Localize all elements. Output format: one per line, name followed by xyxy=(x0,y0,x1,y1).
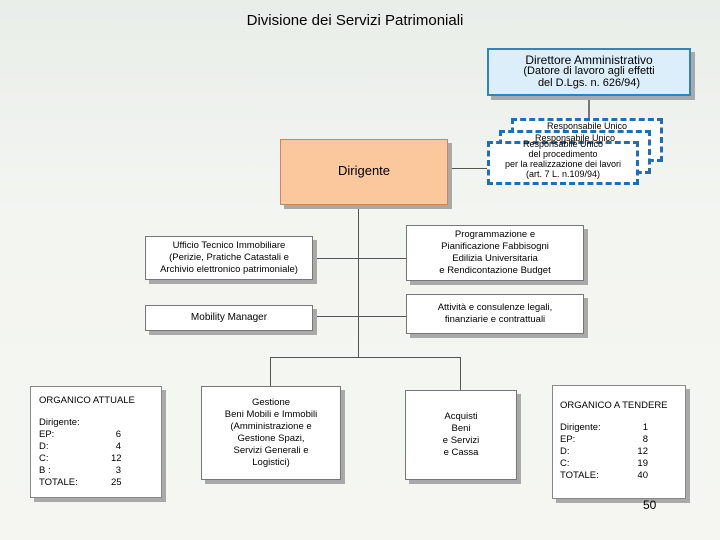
organico-row-value: 6 xyxy=(115,429,121,440)
direttore-amministrativo-box: Direttore Amministrativo (Datore di lavo… xyxy=(487,48,691,96)
connector-mobility xyxy=(312,316,407,317)
organico-row-value: 40 xyxy=(637,470,648,481)
organico-row-value xyxy=(111,417,121,429)
page-number: 50 xyxy=(643,498,657,512)
responsabile-unico-box: Responsabile Unico del procedimento per … xyxy=(487,139,639,185)
direttore-line2: del D.Lgs. n. 626/94) xyxy=(537,76,641,89)
dirigente-box: Dirigente xyxy=(280,139,448,205)
ufficio-tecnico-box: Ufficio Tecnico Immobiliare (Perizie, Pr… xyxy=(145,236,313,280)
organico-row-value: 12 xyxy=(111,453,122,464)
organico-row-label: EP: xyxy=(560,434,576,445)
organico-row: B : 3 xyxy=(39,465,153,477)
organico-row-value: 4 xyxy=(115,441,121,452)
organico-tendere-heading: ORGANICO A TENDERE xyxy=(560,400,668,411)
gestione-line2: Beni Mobili e Immobili xyxy=(224,409,318,420)
programmazione-line4: e Rendicontazione Budget xyxy=(439,265,551,276)
organico-row-label: D: xyxy=(39,441,49,452)
responsabile-line2: per la realizzazione dei lavori xyxy=(504,159,622,169)
direttore-line1: (Datore di lavoro agli effetti xyxy=(523,65,655,78)
gestione-line6: Logistici) xyxy=(252,457,290,468)
acquisti-line2: Beni xyxy=(451,423,471,434)
programmazione-line1: Programmazione e xyxy=(454,229,536,240)
organico-row-value: 19 xyxy=(637,458,648,469)
organico-row: TOTALE: 40 xyxy=(560,470,677,482)
programmazione-line2: Pianificazione Fabbisogni xyxy=(441,241,549,252)
organico-row: C: 12 xyxy=(39,453,153,465)
acquisti-box: Acquisti Beni e Servizi e Cassa xyxy=(405,390,517,480)
page-title: Divisione dei Servizi Patrimoniali xyxy=(246,12,464,29)
organico-row-label: EP: xyxy=(39,429,55,440)
responsabile-line1: del procedimento xyxy=(528,149,598,159)
connector-acquisti xyxy=(460,357,461,391)
acquisti-line3: e Servizi xyxy=(442,435,480,446)
ufficio-line3: Archivio elettronico patrimoniale) xyxy=(160,264,298,275)
responsabile-stack2-label: Responsabile Unico xyxy=(534,133,616,143)
organico-row: Dirigente: xyxy=(39,417,153,429)
mobility-label: Mobility Manager xyxy=(190,311,268,323)
organico-row-value: 8 xyxy=(642,434,648,445)
connector-bottom-horizontal xyxy=(270,357,461,358)
ufficio-line2: (Perizie, Pratiche Catastali e xyxy=(169,252,289,263)
organico-row: D: 12 xyxy=(560,446,677,458)
connector-ufficio xyxy=(312,258,407,259)
organico-row-label: Dirigente: xyxy=(39,417,80,428)
organico-row: C: 19 xyxy=(560,458,677,470)
gestione-beni-box: Gestione Beni Mobili e Immobili (Amminis… xyxy=(201,386,341,480)
gestione-line1: Gestione xyxy=(251,397,291,408)
ufficio-line1: Ufficio Tecnico Immobiliare xyxy=(172,240,286,251)
organico-row: Dirigente: 1 xyxy=(560,422,677,434)
connector-dirigente-responsabile xyxy=(448,168,490,169)
direttore-title: Direttore Amministrativo xyxy=(525,52,653,67)
organico-row-value: 12 xyxy=(637,446,648,457)
connector-direttore-responsabile xyxy=(588,97,590,119)
gestione-line3: (Amministrazione e xyxy=(230,421,312,432)
dirigente-label: Dirigente xyxy=(337,162,391,178)
attivita-line1: Attività e consulenze legali, xyxy=(437,302,553,313)
programmazione-line3: Edilizia Universitaria xyxy=(452,253,538,264)
organico-row-label: D: xyxy=(560,446,570,457)
organico-row-value: 3 xyxy=(115,465,121,476)
organico-row: TOTALE: 25 xyxy=(39,477,153,489)
responsabile-line3: (art. 7 L. n.109/94) xyxy=(525,169,601,179)
organico-row-value: 1 xyxy=(642,422,648,433)
connector-gestione xyxy=(270,357,271,387)
gestione-line4: Gestione Spazi, xyxy=(237,433,305,444)
organico-row: D: 4 xyxy=(39,441,153,453)
organico-row-label: C: xyxy=(560,458,570,469)
acquisti-line1: Acquisti xyxy=(444,411,478,422)
connector-main-vertical xyxy=(358,207,359,357)
responsabile-stack1-label: Responsabile Unico xyxy=(546,121,628,131)
organico-row-label: Dirigente: xyxy=(560,422,601,433)
attivita-legali-box: Attività e consulenze legali, finanziari… xyxy=(406,294,584,334)
organico-row-label: B : xyxy=(39,465,51,476)
organico-row: EP: 8 xyxy=(560,434,677,446)
organico-row-label: TOTALE: xyxy=(560,470,599,481)
organico-attuale-heading: ORGANICO ATTUALE xyxy=(39,395,135,406)
attivita-line2: finanziarie e contrattuali xyxy=(444,314,546,325)
mobility-manager-box: Mobility Manager xyxy=(145,305,313,331)
organico-row-value: 25 xyxy=(111,477,122,488)
organico-row-label: TOTALE: xyxy=(39,477,78,488)
gestione-line5: Servizi Generali e xyxy=(233,445,309,456)
organico-row: EP: 6 xyxy=(39,429,153,441)
organico-row-label: C: xyxy=(39,453,49,464)
acquisti-line4: e Cassa xyxy=(443,447,479,458)
responsabile-stack3-label: Responsabile Unico xyxy=(522,139,604,149)
programmazione-box: Programmazione e Pianificazione Fabbisog… xyxy=(406,225,584,281)
